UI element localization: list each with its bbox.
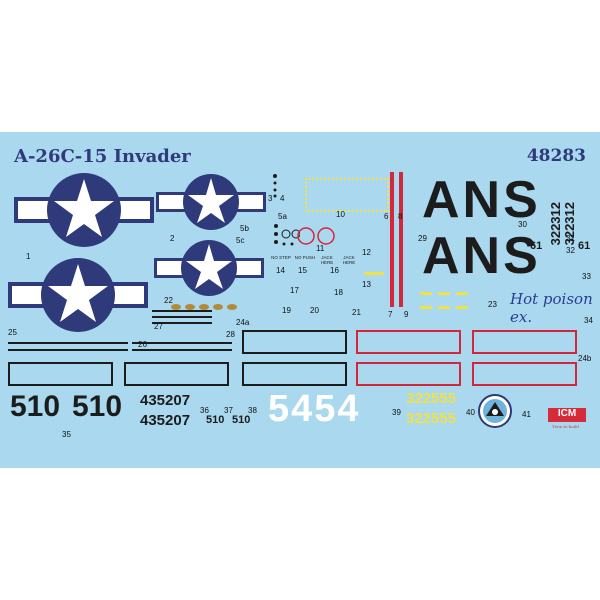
label-33: 33 xyxy=(582,272,591,281)
walkway-dotted-outline xyxy=(305,178,389,212)
label-2: 2 xyxy=(170,234,175,243)
label-17: 17 xyxy=(290,286,299,295)
serial-yellow-a: 322555 xyxy=(406,390,457,407)
label-32: 32 xyxy=(566,246,575,255)
label-9: 9 xyxy=(404,310,409,319)
icm-tagline: Time to build xyxy=(552,424,579,429)
label-24b: 24b xyxy=(578,354,592,363)
label-15: 15 xyxy=(298,266,307,275)
black-outline-3 xyxy=(242,330,347,354)
sheet-title: A-26C-15 Invader xyxy=(14,146,191,167)
label-13: 13 xyxy=(362,280,371,289)
stencil-jack-here-b: JACK HERE xyxy=(342,255,356,265)
small-510-b: 510 xyxy=(232,414,251,426)
label-14: 14 xyxy=(276,266,285,275)
code-letters-1: ANS xyxy=(422,171,541,229)
yellow-stencil-small xyxy=(364,272,384,275)
icm-logo: ICM xyxy=(548,408,586,422)
red-outline-4 xyxy=(472,362,577,386)
label-12: 12 xyxy=(362,248,371,257)
code-letters-2: ANS xyxy=(422,227,541,285)
label-41: 41 xyxy=(522,410,531,419)
stencil-jack-here-a: JACK HERE xyxy=(320,255,334,265)
label-35: 35 xyxy=(62,430,71,439)
label-40: 40 xyxy=(466,408,475,417)
label-5c: 5c xyxy=(236,236,245,245)
label-3: 3 xyxy=(268,194,273,203)
label-22: 22 xyxy=(164,296,173,305)
yellow-stencil-rows xyxy=(420,292,468,309)
squadron-emblem xyxy=(478,394,512,428)
label-4: 4 xyxy=(280,194,285,203)
label-29: 29 xyxy=(418,234,427,243)
fuel-filler-rings xyxy=(297,227,335,245)
label-5a: 5a xyxy=(278,212,287,221)
national-insignia-large-1 xyxy=(14,173,154,247)
label-28: 28 xyxy=(226,330,235,339)
red-stripe-1 xyxy=(390,172,394,307)
label-31: 31 xyxy=(566,234,575,243)
label-23: 23 xyxy=(488,300,497,309)
serial-vertical-1: 322312 xyxy=(548,202,563,246)
red-outline-2 xyxy=(472,330,577,354)
label-27: 27 xyxy=(154,322,163,331)
kit-number: 48283 xyxy=(526,146,586,166)
small-61-b: 61 xyxy=(578,240,591,252)
label-37: 37 xyxy=(224,406,233,415)
label-6: 6 xyxy=(384,212,389,221)
black-bar-4 xyxy=(132,349,232,351)
label-21: 21 xyxy=(352,308,361,317)
black-bar-3 xyxy=(132,342,232,344)
black-outline-1 xyxy=(8,362,113,386)
black-bar-7 xyxy=(152,322,212,324)
national-insignia-medium-2 xyxy=(154,240,264,296)
formation-light-dots xyxy=(171,304,237,310)
black-outline-2 xyxy=(124,362,229,386)
decal-sheet: A-26C-15 Invader 48283 xyxy=(0,132,600,468)
label-18: 18 xyxy=(334,288,343,297)
small-510-a: 510 xyxy=(206,414,225,426)
stencil-no-step: NO STEP xyxy=(271,255,291,260)
tail-number-1: 510 xyxy=(10,390,61,423)
national-insignia-medium-1 xyxy=(156,174,266,230)
label-38: 38 xyxy=(248,406,257,415)
label-19: 19 xyxy=(282,306,291,315)
label-16: 16 xyxy=(330,266,339,275)
serial-435207-b: 435207 xyxy=(140,412,191,429)
serial-yellow-b: 322555 xyxy=(406,410,457,427)
label-34: 34 xyxy=(584,316,593,325)
black-outline-4 xyxy=(242,362,347,386)
national-insignia-large-2 xyxy=(8,258,148,332)
black-bar-2 xyxy=(8,349,128,351)
red-stripe-2 xyxy=(399,172,403,307)
label-25: 25 xyxy=(8,328,17,337)
label-30: 30 xyxy=(518,220,527,229)
red-outline-3 xyxy=(356,362,461,386)
stencil-no-push: NO PUSH xyxy=(294,255,316,260)
tail-number-2: 510 xyxy=(72,390,123,423)
label-5b: 5b xyxy=(240,224,249,233)
black-bar-6 xyxy=(152,316,212,318)
buzz-number-white: 5454 xyxy=(268,388,361,430)
label-36: 36 xyxy=(200,406,209,415)
label-24a: 24a xyxy=(236,318,250,327)
black-bar-5 xyxy=(152,310,212,312)
small-61-a: 61 xyxy=(530,240,543,252)
label-26: 26 xyxy=(138,340,147,349)
label-10: 10 xyxy=(336,210,345,219)
label-8: 8 xyxy=(398,212,403,221)
black-bar-1 xyxy=(8,342,128,344)
serial-435207-a: 435207 xyxy=(140,392,191,409)
red-outline-1 xyxy=(356,330,461,354)
label-1: 1 xyxy=(26,252,31,261)
stencil-dots xyxy=(273,174,300,246)
label-20: 20 xyxy=(310,306,319,315)
label-11: 11 xyxy=(316,244,325,253)
label-7: 7 xyxy=(388,310,393,319)
nose-art-script: Hot poison ex. xyxy=(510,290,593,326)
label-39: 39 xyxy=(392,408,401,417)
